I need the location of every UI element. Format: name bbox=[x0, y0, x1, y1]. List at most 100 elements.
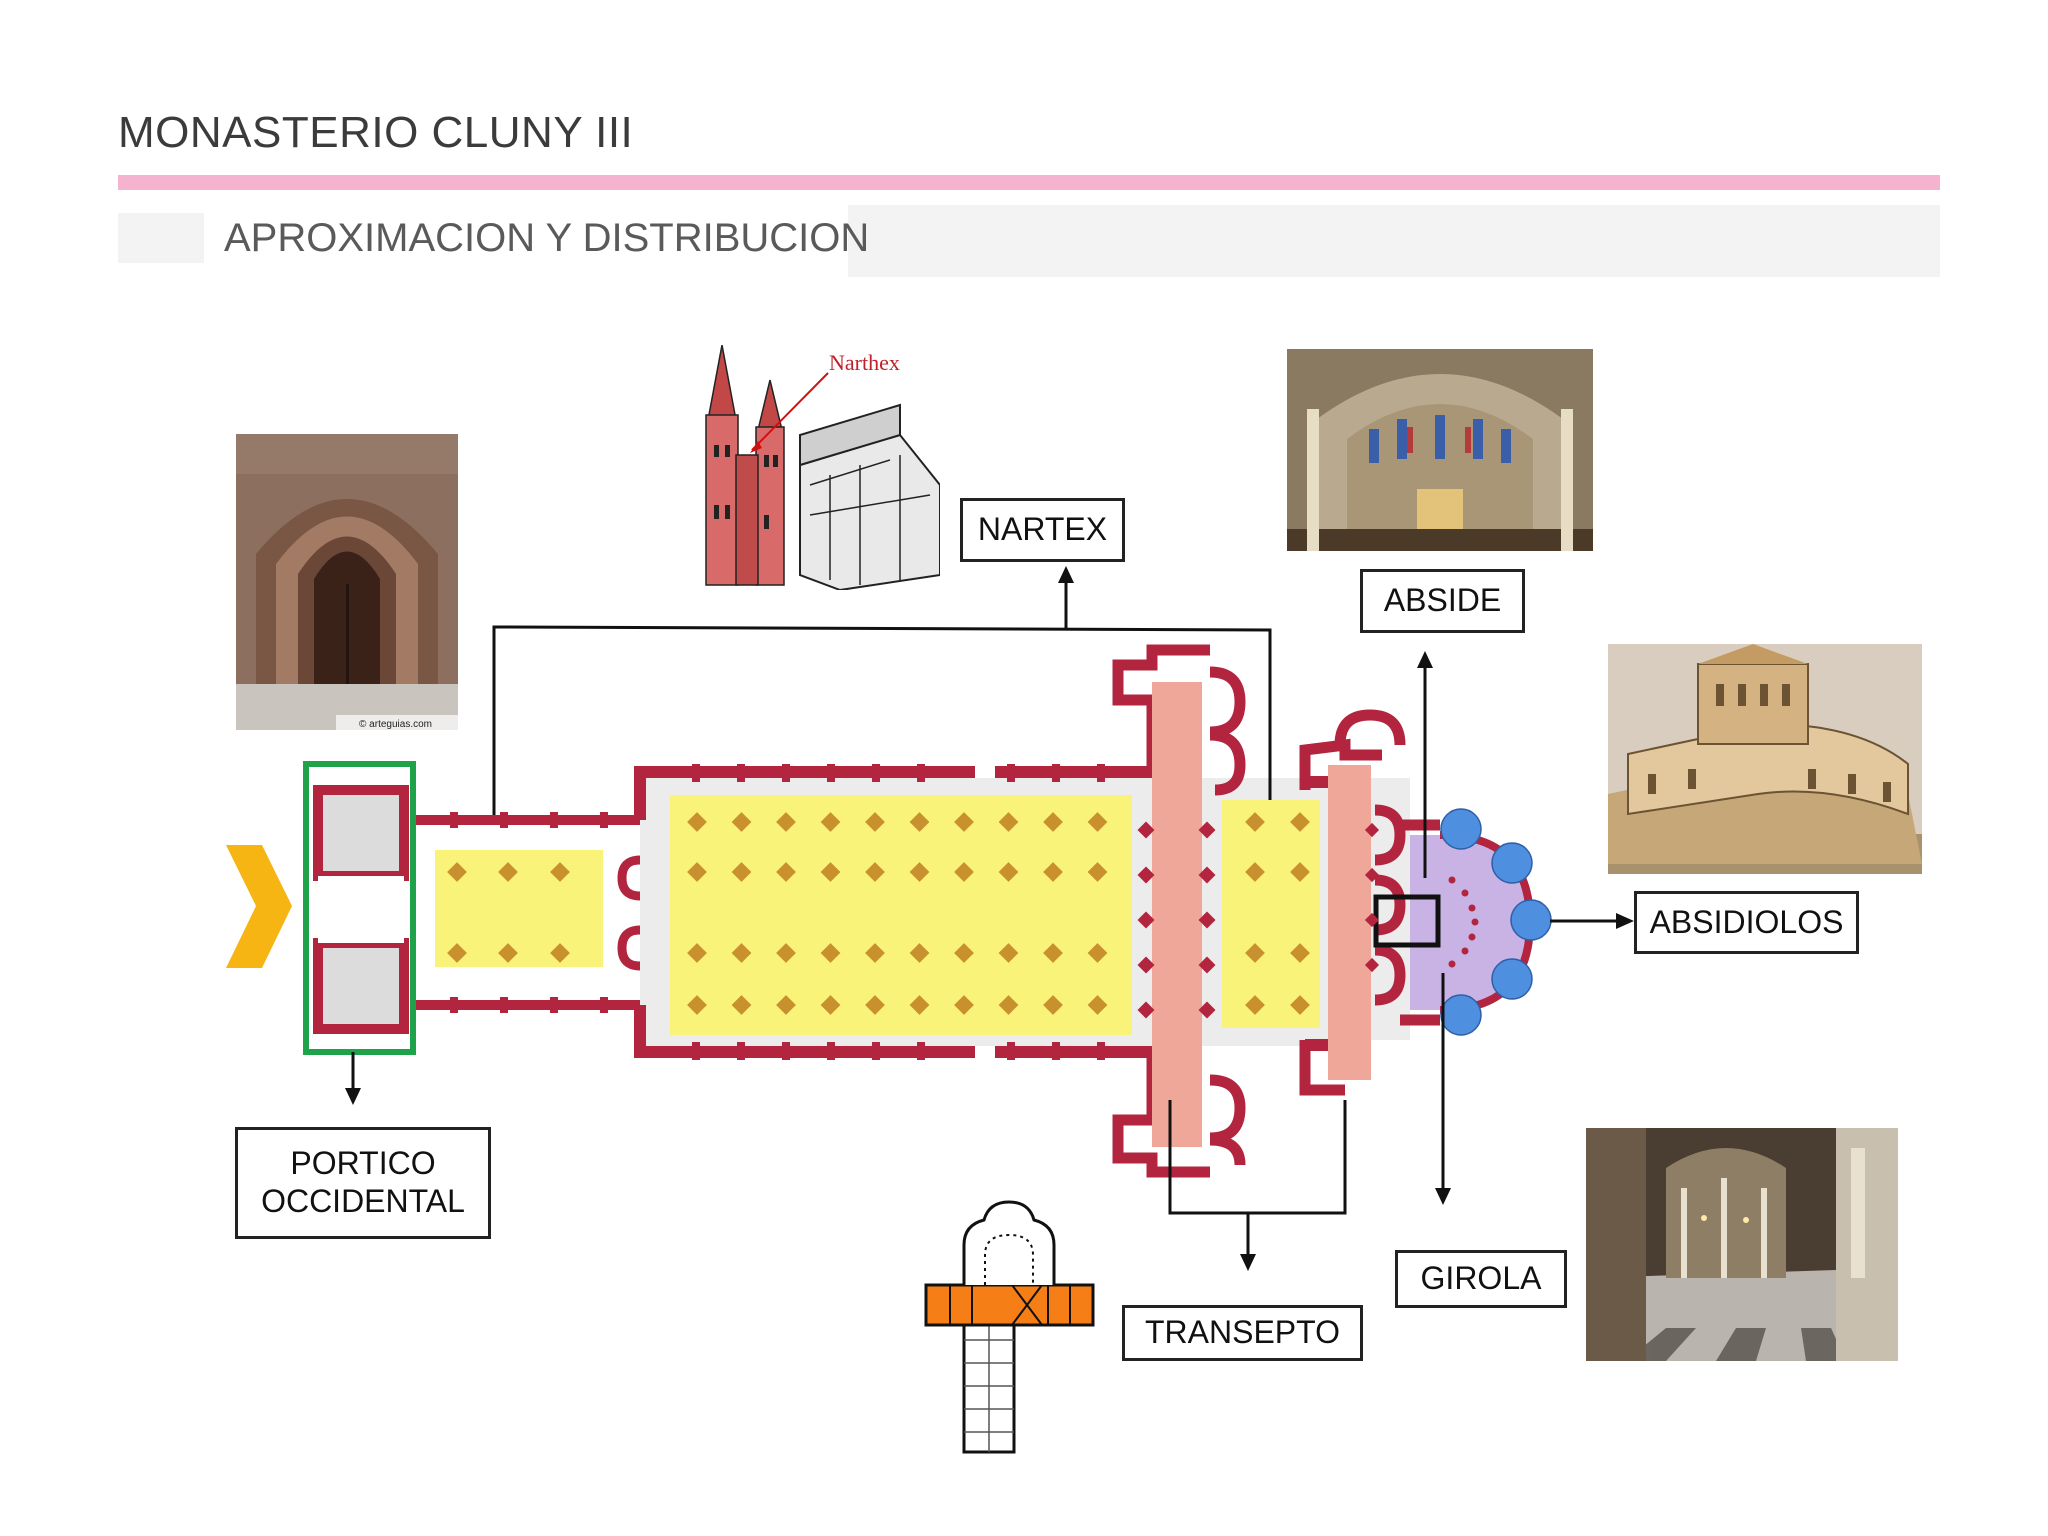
nave-pillar bbox=[731, 943, 752, 963]
transept-pillar bbox=[1137, 821, 1155, 839]
choir-nave bbox=[1222, 800, 1320, 1028]
nave-pillar bbox=[954, 943, 974, 963]
nave-pillar bbox=[1087, 812, 1108, 832]
transept-pillar bbox=[1198, 956, 1216, 974]
nave-pillar bbox=[776, 943, 796, 963]
nave-pillar bbox=[954, 862, 974, 882]
choir-pillar bbox=[1290, 862, 1310, 882]
label-portico-occidental: PORTICO OCCIDENTAL bbox=[235, 1127, 491, 1239]
transept-pillar bbox=[1137, 956, 1155, 974]
choir-pillar bbox=[1290, 943, 1310, 963]
nave-pillar bbox=[687, 812, 707, 832]
transept-pillar bbox=[1364, 867, 1380, 883]
nave-pillar bbox=[1087, 995, 1108, 1015]
nave-pillar bbox=[954, 995, 974, 1015]
slide-title: MONASTERIO CLUNY III bbox=[118, 108, 634, 157]
entry-arrow-icon bbox=[226, 845, 292, 968]
label-girola: GIROLA bbox=[1395, 1250, 1567, 1308]
nave-pillar bbox=[731, 812, 752, 832]
transept-pillar bbox=[1364, 957, 1380, 973]
nave-pillar bbox=[998, 943, 1019, 963]
nave-pillar bbox=[865, 812, 885, 832]
transept-pillar bbox=[1198, 866, 1216, 884]
ambulatory-photo bbox=[1586, 1128, 1898, 1361]
east-transept-bar bbox=[1328, 765, 1371, 1080]
radiating-chapels bbox=[1440, 808, 1552, 1036]
narthex-pillar bbox=[447, 862, 467, 882]
narthex-pillar bbox=[550, 943, 570, 963]
arrowheads bbox=[345, 566, 1634, 1271]
narthex-towers bbox=[313, 785, 409, 1034]
portal-photo: © arteguias.com bbox=[236, 434, 458, 730]
nave-pillar bbox=[909, 862, 930, 882]
transept-pillar bbox=[1364, 822, 1380, 838]
church-sketch bbox=[700, 345, 940, 590]
nave-pillar bbox=[731, 862, 752, 882]
narthex-caption: Narthex bbox=[829, 350, 900, 375]
nave-pillar bbox=[1043, 943, 1063, 963]
header-rule bbox=[118, 175, 1940, 190]
choir-pillar bbox=[1245, 862, 1265, 882]
subtitle-block-left bbox=[118, 213, 204, 263]
slide-subtitle: APROXIMACION Y DISTRIBUCION bbox=[224, 216, 870, 260]
nave-pillar bbox=[998, 995, 1019, 1015]
label-portico-line1: PORTICO bbox=[290, 1145, 436, 1182]
nave-pillar bbox=[865, 943, 885, 963]
subtitle-block-right bbox=[848, 205, 1940, 277]
transept-pillar bbox=[1198, 821, 1216, 839]
nave-pillar bbox=[820, 862, 841, 882]
nave-pillar bbox=[776, 862, 796, 882]
nave-pillar bbox=[998, 862, 1019, 882]
transept-pillar bbox=[1364, 912, 1380, 928]
portico-frame bbox=[303, 761, 416, 1055]
label-absidiolos: ABSIDIOLOS bbox=[1634, 891, 1859, 954]
nave-pillar bbox=[731, 995, 752, 1015]
transept-pillar bbox=[1198, 1001, 1216, 1019]
nave-pillar bbox=[1087, 943, 1108, 963]
nave-pillar bbox=[865, 862, 885, 882]
narthex-pillar bbox=[447, 943, 467, 963]
transept-pillar bbox=[1198, 911, 1216, 929]
nave-pillar bbox=[820, 943, 841, 963]
choir-pillar bbox=[1245, 812, 1265, 832]
nave-pillar bbox=[1043, 995, 1063, 1015]
label-portico-line2: OCCIDENTAL bbox=[261, 1183, 465, 1219]
transept-pillar bbox=[1137, 911, 1155, 929]
portal-watermark: © arteguias.com bbox=[359, 719, 432, 730]
choir-pillar bbox=[1245, 995, 1265, 1015]
transept-bar bbox=[1152, 682, 1202, 1147]
narthex-pillar bbox=[550, 862, 570, 882]
cross-plan-thumbnail bbox=[924, 1200, 1095, 1454]
apse-model-photo bbox=[1608, 644, 1922, 874]
label-abside: ABSIDE bbox=[1360, 569, 1525, 633]
choir-pillar bbox=[1290, 812, 1310, 832]
nave-buttresses bbox=[450, 764, 1105, 1060]
nave-pillar bbox=[776, 995, 796, 1015]
nave-pillar bbox=[909, 995, 930, 1015]
nave-pillar bbox=[909, 943, 930, 963]
ambulatory-columns bbox=[1448, 876, 1479, 968]
narthex-pillar bbox=[498, 862, 518, 882]
nave-pillars bbox=[447, 812, 1310, 1015]
nave-pillar bbox=[954, 812, 974, 832]
label-transepto: TRANSEPTO bbox=[1122, 1305, 1363, 1361]
nave-pillar bbox=[687, 995, 707, 1015]
transept-pillar bbox=[1137, 866, 1155, 884]
label-nartex: NARTEX bbox=[960, 498, 1125, 562]
choir-pillar bbox=[1245, 943, 1265, 963]
nave-pillar bbox=[865, 995, 885, 1015]
nave-pillar bbox=[687, 943, 707, 963]
main-nave bbox=[670, 795, 1132, 1035]
nave-pillar bbox=[820, 995, 841, 1015]
nave-doorway bbox=[617, 855, 641, 971]
nave-pillar bbox=[998, 812, 1019, 832]
choir-pillar bbox=[1290, 995, 1310, 1015]
nave-pillar bbox=[1043, 812, 1063, 832]
leader-lines bbox=[351, 578, 1622, 1258]
transept-pillars bbox=[1137, 821, 1380, 1019]
narthex-pillar bbox=[498, 943, 518, 963]
apse-photo bbox=[1287, 349, 1593, 551]
east-transept-walls bbox=[1299, 709, 1440, 1096]
nave-pillar bbox=[1087, 862, 1108, 882]
